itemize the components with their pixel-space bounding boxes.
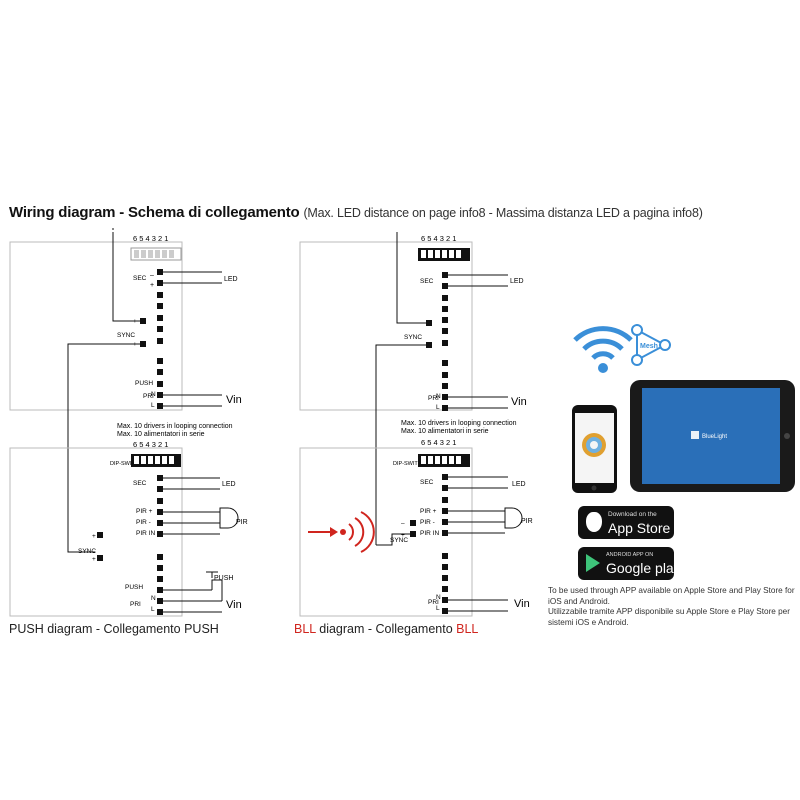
dip-switch-label: DIP-SWITCH xyxy=(110,461,143,467)
app-store-small-text: Download on the xyxy=(608,511,657,518)
sec-label: SEC xyxy=(133,275,147,282)
push-diagram: 6 5 4 3 2 1 SEC –+ LED SYNC ++ PUSH PRI … xyxy=(9,228,248,617)
title-subtitle: (Max. LED distance on page info8 - Massi… xyxy=(303,206,703,220)
push-diagram-caption: PUSH diagram - Collegamento PUSH xyxy=(9,622,219,636)
remote-signal-icon xyxy=(308,511,375,553)
google-play-button[interactable]: ANDROID APP ON Google play xyxy=(578,547,681,580)
n-label-2: N xyxy=(151,595,156,602)
vin-label: Vin xyxy=(226,394,242,406)
led-label: LED xyxy=(224,276,238,283)
dip-numbers: 6 5 4 3 2 1 xyxy=(133,234,168,243)
dip-switch-top-right xyxy=(418,248,470,261)
bll-diagram-caption: BLL diagram - Collegamento BLL xyxy=(294,622,478,636)
l-label-2: L xyxy=(151,606,155,613)
pir-plus-label: PIR + xyxy=(136,508,153,515)
pir-sensor xyxy=(219,507,239,529)
driver-box-bottom-right xyxy=(299,447,473,617)
l-label-3: L xyxy=(436,404,440,411)
driver-box-bottom-left xyxy=(9,447,183,617)
app-usage-note: To be used through APP available on Appl… xyxy=(548,586,798,628)
svg-text:+: + xyxy=(150,282,154,289)
bll-caption-mid: diagram - Collegamento xyxy=(315,622,457,636)
led-label-4: LED xyxy=(512,481,526,488)
play-icon xyxy=(586,554,600,572)
pri-label: PRI xyxy=(143,393,154,400)
svg-text:+: + xyxy=(401,532,405,539)
vin-label-4: Vin xyxy=(514,598,530,610)
pir-sensor-label-2: PIR xyxy=(521,518,533,525)
pri-label-4: PRI xyxy=(428,599,439,606)
push-caption-text: PUSH diagram - Collegamento PUSH xyxy=(9,622,219,636)
bll-word-1: BLL xyxy=(294,622,316,636)
phone-image xyxy=(572,405,617,493)
pri-label-3: PRI xyxy=(428,395,439,402)
l-label: L xyxy=(151,402,155,409)
tablet-image: BlueLight xyxy=(630,380,795,492)
pir-plus-label-2: PIR + xyxy=(420,508,437,515)
driver-box-top-left xyxy=(9,241,183,411)
google-play-small-text: ANDROID APP ON xyxy=(606,552,654,558)
dip-numbers-2: 6 5 4 3 2 1 xyxy=(133,440,168,449)
sync-label-4: SYNC xyxy=(390,537,408,544)
bll-word-2: BLL xyxy=(456,622,479,636)
pir-in-label-2: PIR IN xyxy=(420,530,439,537)
mesh-label: Mesh xyxy=(640,343,658,350)
pir-sensor-label: PIR xyxy=(236,519,248,526)
vin-label-3: Vin xyxy=(511,396,527,408)
max-drivers-it: Max. 10 alimentatori in serie xyxy=(117,431,205,438)
note-en: To be used through APP available on Appl… xyxy=(548,586,795,606)
svg-text:–: – xyxy=(150,272,154,279)
pir-in-label: PIR IN xyxy=(136,530,155,537)
dip-switch-top-left xyxy=(130,247,182,261)
svg-text:+: + xyxy=(92,556,96,563)
sec-label-2: SEC xyxy=(133,480,147,487)
max-drivers-en-2: Max. 10 drivers in looping connection xyxy=(401,420,517,427)
dip-switch-bottom-right xyxy=(418,454,470,467)
push-label: PUSH xyxy=(135,380,153,387)
led-label-3: LED xyxy=(510,278,524,285)
app-store-big-text: App Store xyxy=(608,520,671,536)
note-it: Utilizzabile tramite APP disponibile su … xyxy=(548,607,790,627)
tablet-brand: BlueLight xyxy=(702,434,727,440)
page-title: Wiring diagram - Schema di collegamento … xyxy=(9,204,703,221)
apple-icon xyxy=(586,512,602,532)
led-label-2: LED xyxy=(222,481,236,488)
max-drivers-it-2: Max. 10 alimentatori in serie xyxy=(401,428,489,435)
svg-text:–: – xyxy=(401,520,405,527)
mesh-icon: Mesh xyxy=(631,324,671,366)
bll-diagram: 6 5 4 3 2 1 SEC LED SYNC PRI N L Vin Max… xyxy=(299,232,533,617)
dip-switch-bottom-left xyxy=(131,454,181,467)
dip-switch-label-2: DIP-SWITCH xyxy=(393,461,426,467)
driver-box-top-right xyxy=(299,241,473,411)
sec-label-3: SEC xyxy=(420,278,434,285)
n-label-3: N xyxy=(436,393,441,400)
n-label: N xyxy=(151,391,156,398)
title-main: Wiring diagram - Schema di collegamento xyxy=(9,204,300,221)
n-label-4: N xyxy=(436,594,441,601)
dip-numbers-3: 6 5 4 3 2 1 xyxy=(421,234,456,243)
pir-sensor-2 xyxy=(504,507,523,529)
svg-text:+: + xyxy=(92,533,96,540)
wifi-icon xyxy=(573,326,633,373)
max-drivers-en: Max. 10 drivers in looping connection xyxy=(117,423,233,430)
pir-minus-label: PIR - xyxy=(136,519,151,526)
dip-numbers-4: 6 5 4 3 2 1 xyxy=(421,438,456,447)
sync-label-3: SYNC xyxy=(404,334,422,341)
pir-minus-label-2: PIR - xyxy=(420,519,435,526)
push-label-2: PUSH xyxy=(125,584,143,591)
push-button-label: PUSH xyxy=(214,575,233,582)
vin-label-2: Vin xyxy=(226,599,242,611)
sync-label: SYNC xyxy=(117,332,135,339)
sec-label-4: SEC xyxy=(420,479,434,486)
pri-label-2: PRI xyxy=(130,601,141,608)
google-play-big-text: Google play xyxy=(606,560,681,576)
app-store-button[interactable]: Download on the App Store xyxy=(578,506,674,539)
sync-label-2: SYNC xyxy=(78,548,96,555)
l-label-4: L xyxy=(436,605,440,612)
